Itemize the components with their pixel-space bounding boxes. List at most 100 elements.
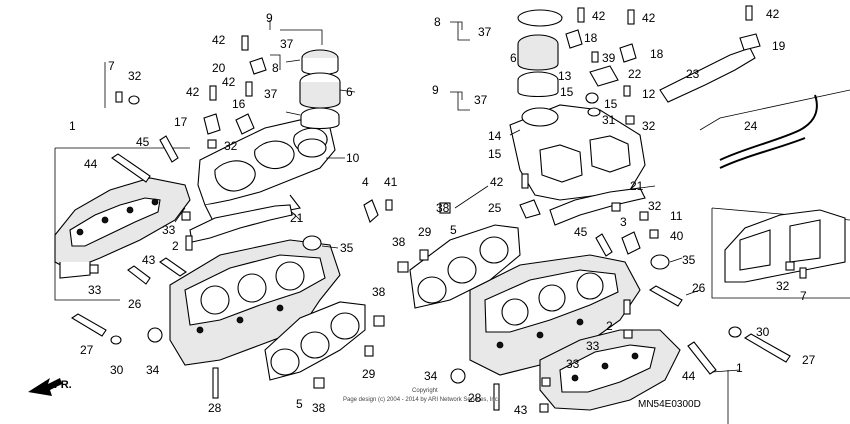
callout-label: 26 [692,281,706,295]
callout-label: 32 [128,69,142,83]
copyright-line1: Copyright [412,388,438,394]
intake-manifold-right [509,104,646,201]
plug-2-right [623,299,631,315]
nut-32-right-top [625,115,635,125]
callout-label: 35 [340,241,354,255]
head-gasket-left [264,301,366,381]
callout-label: 35 [682,253,696,267]
sensor-45-right [595,233,613,257]
fuel-rail-23 [659,47,756,103]
callout-label: 44 [682,369,696,383]
bolt-7-left [115,91,123,103]
callout-label: 42 [186,85,200,99]
callout-label: 2 [606,319,613,333]
cap-33-right-a [623,329,633,339]
callout-label: 3 [620,215,627,229]
callout-label: 38 [392,235,406,249]
callout-label: 19 [772,39,786,53]
callout-label: 38 [436,201,450,215]
stud-28-right [493,383,500,411]
callout-label: 29 [418,225,432,239]
callout-label: 25 [488,201,502,215]
dowel-29-right [419,249,429,261]
front-direction-arrow: FR. [28,378,72,396]
callout-label: 18 [650,47,664,61]
bolt-11 [639,211,649,221]
callout-label: 33 [566,357,580,371]
bracket-16 [235,113,255,135]
callout-label: 2 [172,239,179,253]
callout-label: 13 [558,69,572,83]
bolt-44-right [687,341,717,375]
bolt-26-left [127,265,151,285]
pipe-24 [719,94,818,161]
plug-2-left [185,235,193,251]
bolt-43-left [159,257,187,277]
callout-label: 33 [162,223,176,237]
bolt-42-right-d [521,173,529,189]
diagram-code: MN54E0300D [638,399,701,410]
callout-label: 30 [110,363,124,377]
callout-label: 10 [346,151,360,165]
callout-label: 32 [224,139,238,153]
nut-32-right-mid [611,202,621,212]
callout-label: 4 [362,175,369,189]
callout-label: 33 [586,339,600,353]
callout-label: 27 [802,353,816,367]
copyright-line2: Page design (c) 2004 - 2014 by ARI Netwo… [343,397,500,403]
callout-label: 15 [560,85,574,99]
cylinder-head-cover-right [539,329,681,411]
callout-label: 22 [628,67,642,81]
callout-label: 38 [372,285,386,299]
callout-label: 7 [800,289,807,303]
head-gasket-right [409,224,521,309]
callout-label: 1 [736,361,743,375]
bolt-27-left [70,313,107,337]
oil-seal-34-right [450,368,466,384]
bracket-25 [519,199,541,219]
callout-label: 39 [602,51,616,65]
bolt-42-left-c [209,85,217,101]
bolt-43-right [539,403,549,413]
callout-label: 8 [434,15,441,29]
callout-label: 42 [212,33,226,47]
callout-label: 43 [142,253,156,267]
callout-label: 17 [174,115,188,129]
callout-label: 12 [642,87,656,101]
callout-label: 45 [574,225,588,239]
bolt-44-left [111,153,151,183]
seal-ring-35-right [650,254,670,270]
bolt-26-right [648,285,683,307]
manifold-gasket-left [189,204,293,243]
bush-38-right-b [397,261,409,273]
callout-label: 16 [232,97,246,111]
bracket-19 [739,33,761,51]
callout-label: 1 [69,119,76,133]
bolt-39 [591,51,599,63]
seal-ring-35-left [302,235,322,251]
direction-label: FR. [54,379,72,391]
callout-label: 11 [670,209,683,223]
callout-label: 37 [264,87,278,101]
callout-label: 42 [222,75,236,89]
callout-label: 40 [670,229,684,243]
bracket-right-small [621,231,641,255]
bolt-27-right [743,333,791,363]
sensor-45-left [159,135,179,163]
cap-33-right-b [541,377,551,387]
bolt-42-right-c [745,5,753,21]
bolt-40 [649,229,659,239]
cylinder-head-right [469,254,641,376]
cap-33-left-a [89,264,99,274]
bolt-7-far-right [799,267,807,279]
callout-label: 5 [296,397,303,411]
callout-label: 37 [280,37,294,51]
bolt-42-left-b [245,81,253,97]
callout-label: 32 [642,119,656,133]
manifold-gasket-right [549,187,646,226]
oil-seal-34-left [147,327,163,343]
bracket-22 [589,65,619,87]
fitting-12 [623,85,631,97]
callout-label: 34 [146,363,160,377]
